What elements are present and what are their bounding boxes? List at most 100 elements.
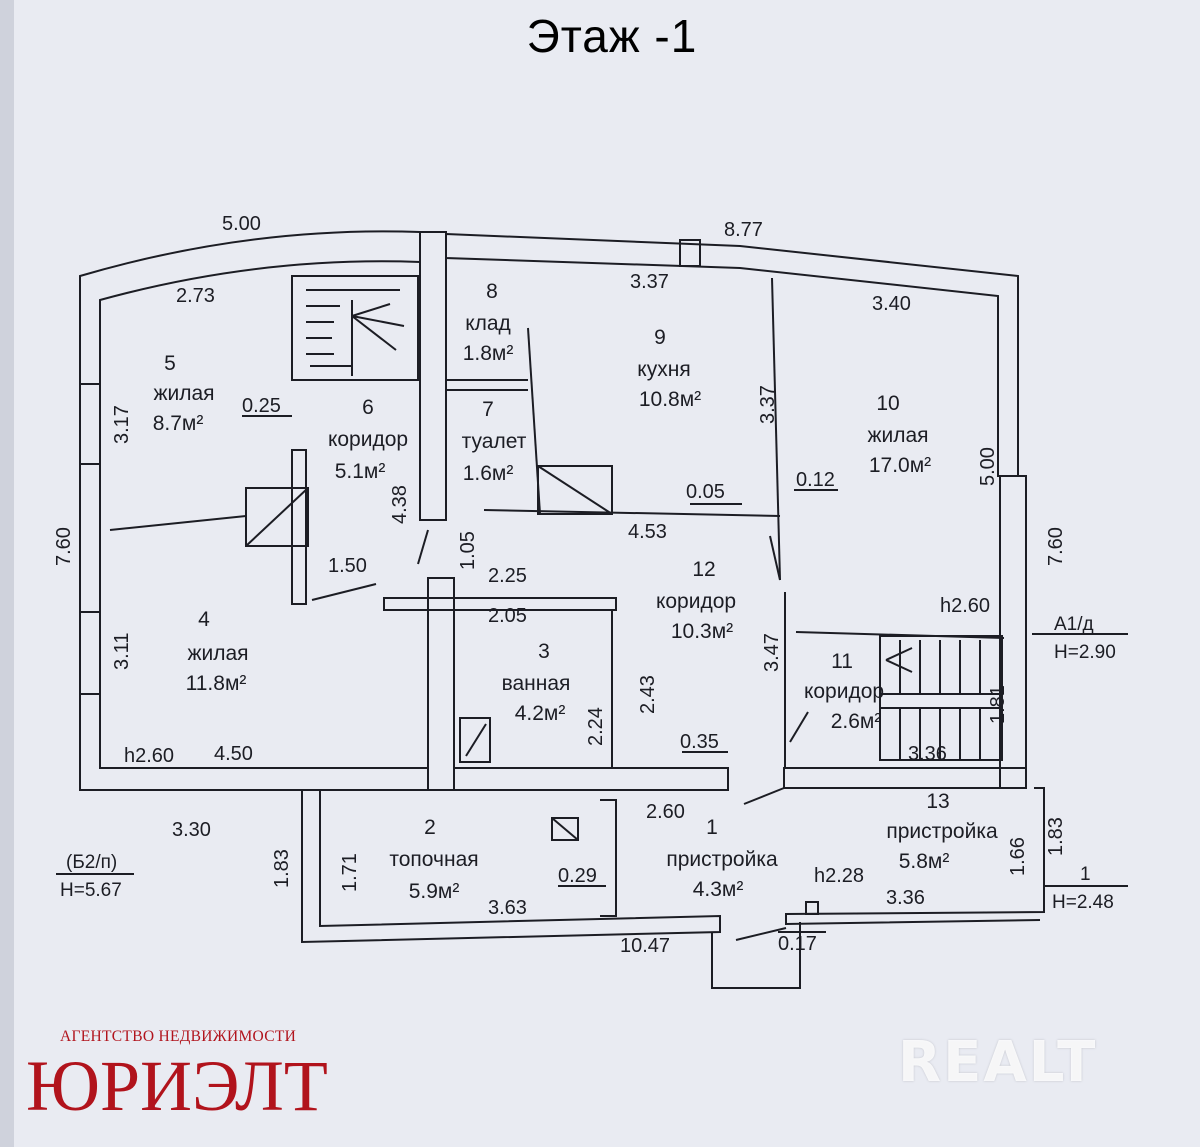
room-2-area: 5.9м² bbox=[409, 880, 460, 903]
dim-4-53: 4.53 bbox=[628, 521, 667, 543]
dim-1-66: 1.66 bbox=[1007, 837, 1029, 876]
dim-3-40: 3.40 bbox=[872, 293, 911, 315]
room-5-area: 8.7м² bbox=[153, 412, 204, 435]
wall-outer-left bbox=[79, 230, 429, 791]
h-2-28: h2.28 bbox=[814, 865, 864, 887]
wall-right-lower bbox=[999, 475, 1027, 789]
sheet-edge bbox=[0, 0, 14, 1147]
room-4-name: жилая bbox=[187, 642, 248, 665]
wall-central-lower bbox=[427, 577, 455, 791]
room-13-name: пристройка bbox=[886, 820, 998, 843]
marker-one-height: H=2.48 bbox=[1052, 892, 1114, 913]
room-12-area: 10.3м² bbox=[671, 620, 733, 643]
wc-fixture-diag bbox=[537, 465, 613, 515]
room-1-area: 4.3м² bbox=[693, 878, 744, 901]
room-1-number: 1 bbox=[706, 816, 718, 839]
dim-4-38: 4.38 bbox=[389, 485, 411, 524]
room-3-area: 4.2м² bbox=[515, 702, 566, 725]
dim-2-24: 2.24 bbox=[585, 707, 607, 746]
dim-2-43: 2.43 bbox=[637, 675, 659, 714]
dim-0-05: 0.05 bbox=[686, 481, 725, 503]
door-swing-5 bbox=[769, 535, 781, 581]
wall-bathroom-top bbox=[383, 597, 617, 611]
chimney bbox=[245, 487, 309, 547]
bath-vent-diag bbox=[465, 723, 487, 757]
room-8-name: клад bbox=[465, 312, 511, 335]
dim-1-05: 1.05 bbox=[457, 531, 479, 570]
dim-3-36-inner: 3.36 bbox=[908, 743, 947, 765]
dim-8-77: 8.77 bbox=[724, 219, 763, 241]
dim-0-35: 0.35 bbox=[680, 731, 719, 753]
dim-1-50: 1.50 bbox=[328, 555, 367, 577]
annex-center-outline bbox=[600, 799, 617, 917]
room-7-area: 1.6м² bbox=[463, 462, 514, 485]
room-9-name: кухня bbox=[637, 358, 690, 381]
room-9-number: 9 bbox=[654, 326, 666, 349]
wall-central-upper bbox=[419, 231, 447, 521]
boiler-symbol-diag bbox=[551, 817, 579, 841]
room-12-name: коридор bbox=[656, 590, 736, 613]
wall-bathroom-bottom bbox=[453, 767, 729, 791]
room-6-area: 5.1м² bbox=[335, 460, 386, 483]
dim-7-60-right: 7.60 bbox=[1045, 527, 1067, 566]
dim-7-60-left: 7.60 bbox=[53, 527, 75, 566]
room-4-area: 11.8м² bbox=[186, 672, 247, 695]
wall-bottom-right bbox=[783, 767, 1027, 789]
stair-upper bbox=[291, 275, 419, 381]
door-swing-6 bbox=[789, 711, 809, 743]
wall-top-right bbox=[445, 232, 1019, 477]
door-swing-3 bbox=[417, 529, 429, 565]
room-3-number: 3 bbox=[538, 640, 550, 663]
dim-1-81: 1.81 bbox=[987, 685, 1009, 724]
dim-3-37-vertical: 3.37 bbox=[757, 385, 779, 424]
stair-rail bbox=[795, 631, 1005, 639]
dim-0-25: 0.25 bbox=[242, 395, 281, 417]
room-13-area: 5.8м² bbox=[899, 850, 950, 873]
stair-upper-steps bbox=[306, 289, 405, 376]
room-8-number: 8 bbox=[486, 280, 498, 303]
room-3-name: ванная bbox=[502, 672, 571, 695]
door-swing-1 bbox=[743, 787, 785, 805]
room-9-area: 10.8м² bbox=[639, 388, 701, 411]
marker-a1d-label: А1/д bbox=[1054, 614, 1094, 635]
room-5-name: жилая bbox=[153, 382, 214, 405]
dim-0-29: 0.29 bbox=[558, 865, 597, 887]
dim-1-71: 1.71 bbox=[339, 853, 361, 892]
dim-2-73: 2.73 bbox=[176, 285, 215, 307]
marker-one-label: 1 bbox=[1080, 864, 1091, 885]
dim-3-30: 3.30 bbox=[172, 819, 211, 841]
room-5-number: 5 bbox=[164, 352, 176, 375]
annex-bottom-step bbox=[711, 922, 801, 989]
room-11-number: 11 bbox=[831, 650, 853, 673]
door-swing-2 bbox=[735, 927, 787, 941]
wc-fixture bbox=[537, 465, 613, 515]
dim-3-11: 3.11 bbox=[111, 633, 133, 670]
h-2-60-left: h2.60 bbox=[124, 745, 174, 767]
dim-3-37-top: 3.37 bbox=[630, 271, 669, 293]
dim-3-17: 3.17 bbox=[111, 405, 133, 444]
room-1-name: пристройка bbox=[666, 848, 778, 871]
agency-tagline: АГЕНТСТВО НЕДВИЖИМОСТИ bbox=[60, 1028, 297, 1045]
h-2-60-right: h2.60 bbox=[940, 595, 990, 617]
room-7-number: 7 bbox=[482, 398, 494, 421]
room-11-area: 2.6м² bbox=[831, 710, 882, 733]
partition-kitchen-right bbox=[771, 277, 781, 581]
dim-3-47: 3.47 bbox=[761, 633, 783, 672]
room-10-area: 17.0м² bbox=[869, 454, 931, 477]
dim-0-17: 0.17 bbox=[778, 933, 817, 955]
partition-hall-mid bbox=[483, 509, 781, 517]
dim-10-47: 10.47 bbox=[620, 935, 670, 957]
annex-right-outline bbox=[785, 787, 1045, 926]
room-2-number: 2 bbox=[424, 816, 436, 839]
realt-watermark: REALT bbox=[898, 1030, 1098, 1095]
room-7-name: туалет bbox=[462, 430, 527, 453]
chimney-diag bbox=[245, 487, 309, 547]
agency-logo: АГЕНТСТВО НЕДВИЖИМОСТИ ЮРИЭЛТ bbox=[26, 1028, 366, 1124]
dim-3-63: 3.63 bbox=[488, 897, 527, 919]
annex-left-outline bbox=[301, 790, 721, 944]
dim-4-50: 4.50 bbox=[214, 743, 253, 765]
door-swing-4 bbox=[311, 583, 377, 601]
stair-lower-steps bbox=[880, 640, 1000, 760]
